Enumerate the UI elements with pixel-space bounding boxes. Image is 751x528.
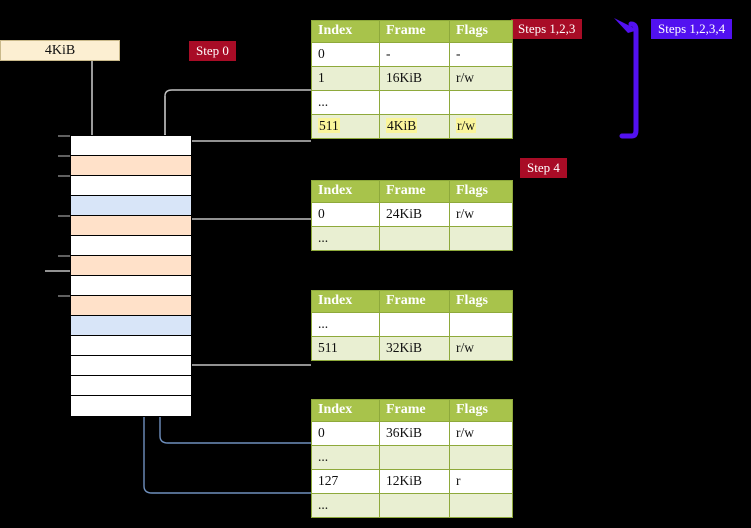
memory-cell (71, 196, 191, 216)
memory-cell (71, 236, 191, 256)
cell-flags: r (449, 469, 513, 494)
memory-cell (71, 256, 191, 276)
cell-frame (379, 445, 450, 470)
pml4-table: Index Frame Flags 0 - - 1 16KiB r/w ... (311, 20, 513, 139)
table-row: 0 36KiB r/w (311, 421, 513, 446)
cell-index: 511 (311, 114, 380, 139)
table-header-row: Index Frame Flags (311, 20, 513, 43)
memory-cell (71, 216, 191, 236)
cell-flags-highlight: r/w (456, 118, 476, 133)
pt-table: Index Frame Flags 0 36KiB r/w ... 127 12… (311, 399, 513, 518)
table-row: ... (311, 445, 513, 470)
cell-frame: 36KiB (379, 421, 450, 446)
cell-index: 0 (311, 421, 380, 446)
cell-frame: 32KiB (379, 336, 450, 361)
physical-memory-column (70, 135, 192, 417)
column-header-index: Index (311, 290, 380, 313)
pdpt-table: Index Frame Flags 0 24KiB r/w ... (311, 180, 513, 251)
cell-flags (449, 312, 513, 337)
cell-flags: r/w (449, 114, 513, 139)
cell-frame: - (379, 42, 450, 67)
table-row: ... (311, 90, 513, 115)
column-header-flags: Flags (449, 20, 513, 43)
table-row: 511 4KiB r/w (311, 114, 513, 139)
cell-frame (379, 226, 450, 251)
cell-flags: - (449, 42, 513, 67)
cell-frame (379, 312, 450, 337)
column-header-frame: Frame (379, 290, 450, 313)
badge-steps-123: Steps 1,2,3 (511, 19, 583, 39)
memory-cell (71, 176, 191, 196)
memory-cell (71, 396, 191, 416)
cell-flags: r/w (449, 421, 513, 446)
wire-pdpt-row0-to-memory (177, 218, 311, 257)
badge-step-4: Step 4 (520, 158, 567, 178)
column-header-frame: Frame (379, 399, 450, 422)
memory-cell (71, 276, 191, 296)
memory-cell (71, 296, 191, 316)
purple-steps-bracket (614, 18, 639, 139)
table-header-row: Index Frame Flags (311, 290, 513, 313)
memory-row-ticks (58, 135, 70, 297)
cell-index: ... (311, 90, 380, 115)
badge-step-0: Step 0 (189, 41, 236, 61)
cell-index: 127 (311, 469, 380, 494)
memory-cell (71, 316, 191, 336)
column-header-flags: Flags (449, 399, 513, 422)
column-header-flags: Flags (449, 180, 513, 203)
cell-frame (379, 493, 450, 518)
table-row: 1 16KiB r/w (311, 66, 513, 91)
table-row: ... (311, 312, 513, 337)
memory-cell (71, 356, 191, 376)
cell-index: 0 (311, 202, 380, 227)
cell-frame: 16KiB (379, 66, 450, 91)
cell-index: ... (311, 493, 380, 518)
cell-flags (449, 90, 513, 115)
cell-flags: r/w (449, 336, 513, 361)
column-header-frame: Frame (379, 180, 450, 203)
cell-index: 1 (311, 66, 380, 91)
pd-table: Index Frame Flags ... 511 32KiB r/w (311, 290, 513, 361)
table-row: 0 24KiB r/w (311, 202, 513, 227)
cell-frame: 4KiB (379, 114, 450, 139)
table-row: 127 12KiB r (311, 469, 513, 494)
cell-frame: 12KiB (379, 469, 450, 494)
cell-flags (449, 226, 513, 251)
cell-frame (379, 90, 450, 115)
table-row: ... (311, 493, 513, 518)
memory-cell (71, 156, 191, 176)
memory-cell (71, 136, 191, 156)
kib-frame-box: 4KiB (0, 40, 120, 61)
column-header-index: Index (311, 20, 380, 43)
column-header-frame: Frame (379, 20, 450, 43)
memory-cell (71, 376, 191, 396)
cell-flags: r/w (449, 202, 513, 227)
table-header-row: Index Frame Flags (311, 399, 513, 422)
table-row: 0 - - (311, 42, 513, 67)
table-row: ... (311, 226, 513, 251)
cell-index: 511 (311, 336, 380, 361)
cell-frame-highlight: 4KiB (386, 118, 418, 133)
cell-index: ... (311, 226, 380, 251)
cell-index: ... (311, 445, 380, 470)
memory-cell (71, 336, 191, 356)
cell-frame: 24KiB (379, 202, 450, 227)
cell-flags (449, 493, 513, 518)
table-row: 511 32KiB r/w (311, 336, 513, 361)
column-header-index: Index (311, 399, 380, 422)
column-header-flags: Flags (449, 290, 513, 313)
cell-flags (449, 445, 513, 470)
cell-index: 0 (311, 42, 380, 67)
column-header-index: Index (311, 180, 380, 203)
cell-flags: r/w (449, 66, 513, 91)
table-header-row: Index Frame Flags (311, 180, 513, 203)
cell-index: ... (311, 312, 380, 337)
badge-steps-1234: Steps 1,2,3,4 (651, 19, 733, 39)
cell-index-highlight: 511 (318, 118, 340, 133)
